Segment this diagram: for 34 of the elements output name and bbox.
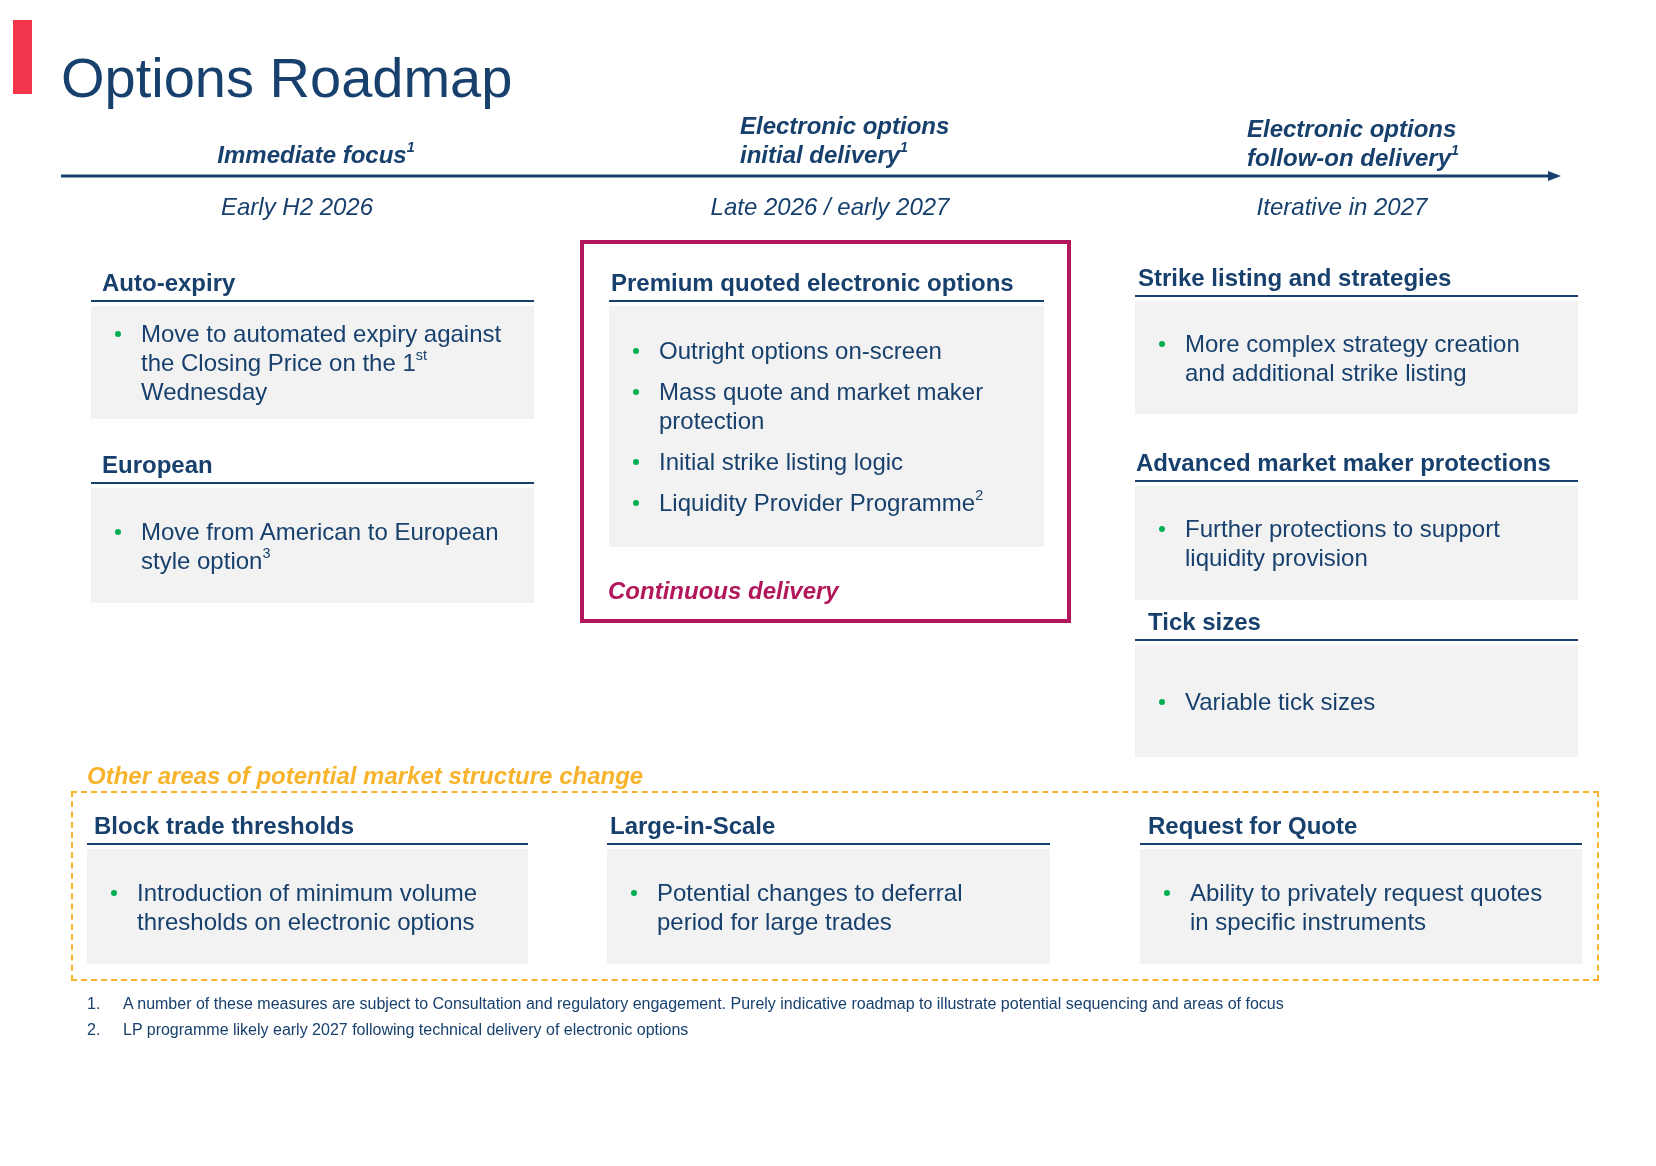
section-heading: Request for Quote bbox=[1140, 813, 1582, 845]
footnote-text: LP programme likely early 2027 following technical delivery of electronic options bbox=[123, 1020, 689, 1039]
bullet-text: Move to automated expiry against the Closing Price on the 1$^{st}$ Wednesday bbox=[141, 319, 503, 406]
section-heading: Tick sizes bbox=[1135, 609, 1578, 641]
section-heading: Large-in-Scale bbox=[607, 813, 1050, 845]
bullet-text: Liquidity Provider Programme$^{2}$ bbox=[659, 488, 985, 517]
bullet-text: Variable tick sizes bbox=[1185, 686, 1377, 716]
footnote-text: A number of these measures are subject to Consultation and regulatory engagement. Purely indicative roadmap to illustrate potential sequencing and areas of focus bbox=[123, 994, 1284, 1013]
section-heading: Block trade thresholds bbox=[87, 813, 528, 845]
section-heading: Auto-expiry bbox=[91, 270, 534, 302]
highlight-frame bbox=[580, 240, 1071, 623]
frame-caption: Continuous delivery bbox=[608, 577, 839, 605]
section-heading: Strike listing and strategies bbox=[1135, 265, 1578, 297]
date-label: Iterative in 2027 bbox=[1256, 193, 1428, 221]
bullet-text: Move from American to European style option$^{3}$ bbox=[141, 516, 500, 575]
footnote-number: 2. bbox=[87, 1020, 101, 1039]
phase-label: Electronic options initial delivery$^{1}$ bbox=[740, 111, 951, 169]
section-heading: Premium quoted electronic options bbox=[609, 270, 1044, 302]
bullet-text: Outright options on-screen bbox=[659, 336, 943, 365]
bullet-text: Introduction of minimum volume thresholds on electronic options bbox=[137, 877, 479, 936]
section-heading: Advanced market maker protections bbox=[1135, 450, 1578, 482]
bullet-text: Mass quote and market maker protection bbox=[659, 377, 985, 435]
section-heading: European bbox=[91, 452, 534, 484]
bullet-text: Ability to privately request quotes in specific instruments bbox=[1190, 877, 1544, 936]
bullet-text: More complex strategy creation and additional strike listing bbox=[1185, 328, 1521, 387]
date-label: Early H2 2026 bbox=[220, 193, 374, 221]
date-label: Late 2026 / early 2027 bbox=[710, 193, 950, 221]
phase-label: Immediate focus$^{1}$ bbox=[217, 140, 415, 169]
bullet-text: Initial strike listing logic bbox=[659, 447, 905, 476]
bullet-text: Further protections to support liquidity provision bbox=[1185, 514, 1501, 572]
phase-label: Electronic options follow-on delivery$^{1}$ bbox=[1247, 114, 1461, 172]
footnote-number: 1. bbox=[87, 994, 101, 1013]
bullet-text: Potential changes to deferral period for large trades bbox=[657, 877, 964, 936]
group-heading: Other areas of potential market structure change bbox=[87, 762, 644, 790]
